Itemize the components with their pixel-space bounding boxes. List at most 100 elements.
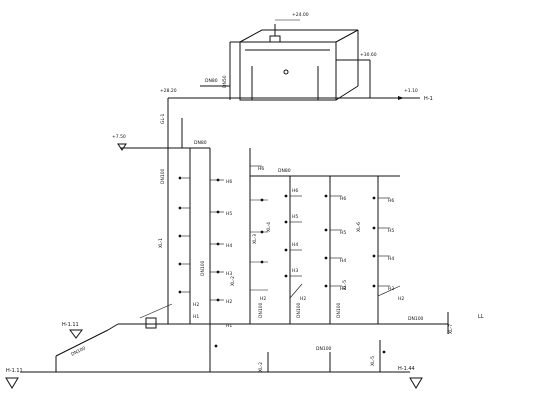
right-terminal-riser: DN100 XL-7 LL [378,312,484,334]
main-stack-gl-1: GL-1 DN100 +7.50 [112,98,190,324]
tank-inlet-size-label: DN50 [222,75,228,88]
xl-1-valve-4 [178,234,182,238]
xl-5-valve-4 [324,256,328,260]
xl-5-valve-3 [324,284,328,288]
xl-2-floor-h6: H6 [226,179,232,185]
xl-5-label: XL-5 [342,280,348,290]
xl-1-valve-3 [178,262,182,266]
meter-box [145,317,157,329]
xl-4-valve-4 [284,248,288,252]
xl-1-valve-6 [178,176,182,180]
xl-5-valve-6 [324,194,328,198]
right-legend-mark: LL [478,314,484,320]
bottom-right-marker [409,377,423,389]
stub-2-label: XL-2 [258,362,264,372]
xl-7-label: XL-7 [448,324,454,334]
xl-6-floor-h4: H4 [388,256,394,262]
xl-6-floor-h3: H3 [388,286,394,292]
xl-6-valve-6 [372,196,376,200]
xl-5-floor-h4: H4 [340,258,346,264]
tank-outlet-size-label: DN80 [205,78,218,84]
xl-4-floor-h4: H4 [292,242,298,248]
xl-1-top-size: DN80 [194,140,207,146]
xl-1-label: XL-1 [158,238,164,248]
left-lower-marker [5,377,19,389]
xl-2-floor-h2: H2 [226,299,232,305]
xl-3-floor-h2: H2 [260,296,266,302]
xl-1-floor-h2: H2 [193,302,199,308]
xl-6-floor-h2: H2 [398,296,404,302]
riser-xl-1: DN80 DN100 XL-1 H2 H1 [158,140,210,324]
xl-2-floor-h4: H4 [226,243,232,249]
xl-4-valve-5 [284,220,288,224]
tank-top-face [239,29,359,43]
inlet-joint [107,323,119,331]
meter-leader [139,303,173,319]
xl-3-floor-h6: H6 [258,166,264,172]
gl-1-size-label: DN100 [160,168,166,184]
inlet-diagonal-pipe [55,329,109,357]
tank-manhole [269,35,281,43]
xl-6-floor-h6: H6 [388,198,394,204]
riser-xl-4: XL-4 DN100 H6 H5 H4 H3 H2 [266,176,306,324]
xl-3-size-label: DN100 [258,302,264,318]
xl-4-floor-h6: H6 [292,188,298,194]
xl-2-floor-h5: H5 [226,211,232,217]
riser-xl-3: DN80 XL-3 DN100 H6 H2 [249,148,400,324]
xl-3-valve-4 [260,230,264,234]
xl-2-floor-h1: H1 [226,323,232,329]
tank-float-valve [283,69,289,75]
xl-2-label: XL-2 [230,276,236,286]
xl-2-valve-6 [216,178,220,182]
left-lower-label: H-1.11 [6,368,23,374]
xl-6-valve-4 [372,254,376,258]
xl-4-valve-6 [284,194,288,198]
xl-4-floor-h2: H2 [300,296,306,302]
lower-main-header: DN100 H-1.11 H-1.11 H-1.44 [5,303,423,389]
xl-6-valve-5 [372,226,376,230]
riser-xl-5: XL-5 DN100 H6 H5 H4 H3 [324,176,348,324]
roof-main-arrow [398,96,404,100]
roof-main-end-elevation: +1.10 [404,88,418,94]
xl-4-label: XL-4 [266,222,272,232]
xl-1-floor-h1: H1 [193,314,199,320]
tank-connection-piping: DN50 DN80 +28.20 H-1 +1.10 [160,41,433,102]
overflow-elevation-label: +30.60 [360,52,377,58]
xl-1-valve-2 [178,290,182,294]
xl-4-size-label: DN100 [296,302,302,318]
riser-xl-2: XL-2 H6 H5 H4 H3 H2 H1 [209,148,236,329]
xl-5-floor-h5: H5 [340,230,346,236]
xl-5-floor-h6: H6 [340,196,346,202]
left-upper-label: H-1.11 [62,322,79,328]
right-header-size: DN100 [408,316,424,322]
bottom-right-label: H-1.44 [398,366,415,372]
xl-3-valve-3 [260,260,264,264]
stub-1-valve [214,344,218,348]
gl-1-label: GL-1 [160,113,166,124]
top-branch-elevation: +7.50 [112,134,126,140]
roof-water-tank: +24.00 +30.60 [239,12,377,101]
upper-header-size: DN80 [278,168,291,174]
xl-6-valve-3 [372,284,376,288]
stub-3-size: DN100 [316,346,332,352]
xl-2-valve-5 [216,210,220,214]
tank-front-face [239,41,337,101]
xl-2-valve-2 [216,298,220,302]
xl-4-floor-h5: H5 [292,214,298,220]
left-upper-marker [69,329,83,339]
tank-elevation-label: +24.00 [292,12,309,18]
lower-stub-risers: XL-2 DN100 XL-5 [209,324,386,372]
top-branch-marker [117,143,127,151]
xl-3-valve-5 [260,198,264,202]
xl-5-floor-h3: H3 [340,286,346,292]
xl-1-valve-5 [178,206,182,210]
xl-2-valve-4 [216,242,220,246]
xl-2-valve-3 [216,270,220,274]
xl-4-branch-2 [289,283,303,299]
riser-xl-6: XL-6 H6 H5 H4 H3 H2 [356,176,404,324]
xl-5-valve-5 [324,228,328,232]
xl-1-size-label: DN100 [200,260,206,276]
roof-main-elevation: +28.20 [160,88,177,94]
